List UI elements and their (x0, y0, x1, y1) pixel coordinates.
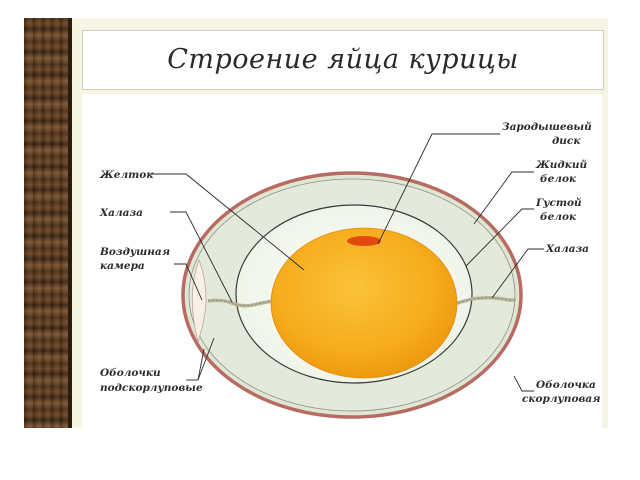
leader-germinal-disc (377, 133, 500, 245)
label-air-cell-line2: камера (100, 260, 145, 272)
leader-chalaza-right (491, 248, 544, 299)
wood-edge-divider (68, 18, 72, 428)
leader-thick-white (465, 208, 534, 267)
label-yolk: Желток (99, 169, 154, 181)
slide: Строение яйца курицы (24, 18, 608, 428)
label-germinal-disc-line1: Зародышевый (502, 120, 592, 133)
leader-sub-shell-2 (197, 348, 205, 381)
leader-air-cell (174, 263, 203, 301)
air-cell (191, 258, 207, 344)
label-liquid-white-line2: белок (540, 173, 577, 185)
leader-sub-shell-3 (197, 337, 215, 381)
germinal-disc (347, 236, 381, 246)
egg-structure-diagram: Желток Халаза Воздушная камера Оболочки … (99, 120, 601, 419)
label-germinal-disc-line2: диск (552, 135, 581, 147)
leader-chalaza-left (170, 211, 233, 303)
label-sub-shell-line2: подскорлуповые (100, 382, 203, 394)
yolk (270, 227, 458, 379)
chalaza-left-twist (207, 299, 273, 307)
label-shell-membrane-line1: Оболочка (536, 379, 596, 391)
slide-title: Строение яйца курицы (167, 44, 519, 75)
leader-shell-membrane (513, 375, 534, 392)
label-sub-shell-line1: Оболочки (100, 367, 161, 379)
label-chalaza-right: Халаза (545, 243, 589, 255)
label-chalaza-left: Халаза (99, 207, 143, 219)
label-shell-membrane-line2: скорлуповая (522, 393, 601, 405)
leader-yolk (150, 173, 305, 271)
chalaza-right-twist (453, 297, 516, 305)
label-thick-white-line1: Густой (535, 196, 582, 209)
egg-diagram-panel: Желток Халаза Воздушная камера Оболочки … (82, 94, 602, 428)
label-thick-white-line2: белок (540, 211, 577, 223)
leader-liquid-white (473, 171, 534, 225)
wood-grain-overlay (24, 18, 68, 428)
title-box: Строение яйца курицы (82, 30, 604, 90)
label-air-cell-line1: Воздушная (99, 246, 170, 258)
wood-texture-strip (24, 18, 68, 428)
label-liquid-white-line1: Жидкий (535, 158, 587, 171)
